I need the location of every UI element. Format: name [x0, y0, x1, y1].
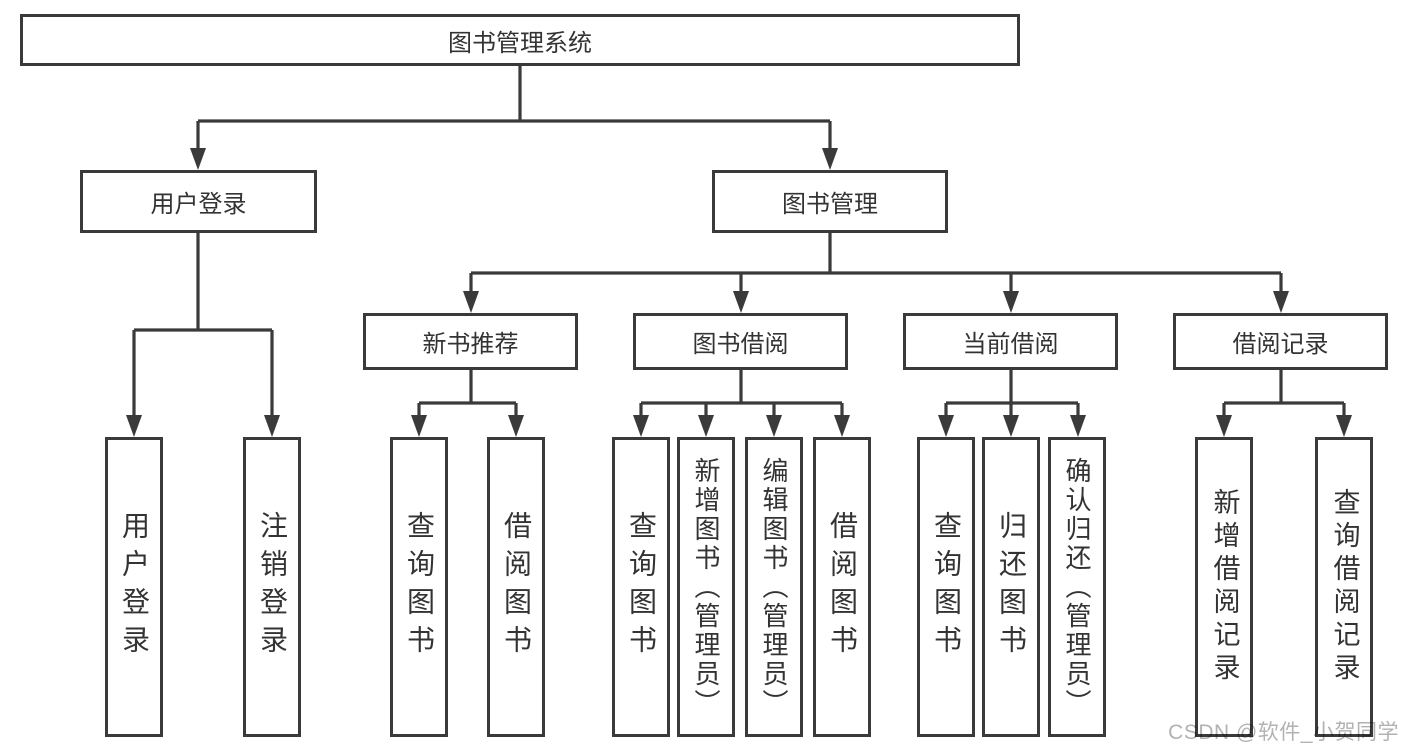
node-current-borrowing: 当前借阅 [903, 313, 1118, 370]
leaf-query-books-recommend: 查询图书 [390, 437, 448, 737]
node-label: 编辑图书（管理员） [759, 456, 789, 718]
node-root: 图书管理系统 [20, 14, 1020, 66]
node-label: 图书管理 [782, 191, 878, 218]
leaf-add-borrow-record: 新增借阅记录 [1195, 437, 1253, 737]
arrowhead-icon [411, 415, 427, 437]
leaf-borrow-books-recommend: 借阅图书 [487, 437, 545, 737]
leaf-query-borrow-record: 查询借阅记录 [1315, 437, 1373, 737]
node-label: 确认归还（管理员） [1062, 456, 1092, 718]
node-label: 查询借阅记录 [1329, 488, 1360, 686]
node-label: 归还图书 [996, 511, 1027, 663]
leaf-return-books: 归还图书 [982, 437, 1040, 737]
node-label: 新增借阅记录 [1209, 488, 1240, 686]
connectors-book-management-to-level3 [463, 233, 1289, 313]
arrowhead-icon [698, 415, 714, 437]
node-new-book-recommendation: 新书推荐 [363, 313, 578, 370]
node-label: 新增图书（管理员） [691, 456, 721, 718]
arrowhead-icon [834, 415, 850, 437]
arrowhead-icon [190, 148, 206, 170]
connectors-current-borrowing-to-leaves [938, 370, 1086, 437]
leaf-user-login: 用户登录 [105, 437, 163, 737]
arrowhead-icon [264, 415, 280, 437]
arrowhead-icon [633, 415, 649, 437]
leaf-add-books-admin: 新增图书（管理员） [677, 437, 735, 737]
arrowhead-icon [1216, 415, 1232, 437]
leaf-confirm-return-admin: 确认归还（管理员） [1048, 437, 1106, 737]
connectors-new-book-recommendation-to-leaves [411, 370, 524, 437]
leaf-query-books-borrowing: 查询图书 [612, 437, 670, 737]
arrowhead-icon [1070, 415, 1086, 437]
node-label: 图书借阅 [692, 331, 789, 358]
arrowhead-icon [1003, 291, 1019, 313]
arrowhead-icon [508, 415, 524, 437]
node-label: 图书管理系统 [448, 29, 592, 57]
arrowhead-icon [126, 415, 142, 437]
arrowhead-icon [822, 148, 838, 170]
node-borrowing-records: 借阅记录 [1173, 313, 1388, 370]
node-label: 借阅记录 [1232, 331, 1329, 358]
node-label: 用户登录 [119, 511, 150, 663]
node-book-borrowing: 图书借阅 [633, 313, 848, 370]
node-label: 新书推荐 [422, 331, 519, 358]
node-label: 查询图书 [626, 511, 657, 663]
connectors-borrowing-records-to-leaves [1216, 370, 1352, 437]
node-label: 用户登录 [150, 191, 247, 218]
node-label: 借阅图书 [827, 511, 858, 663]
leaf-borrow-books-borrowing: 借阅图书 [813, 437, 871, 737]
node-label: 借阅图书 [501, 511, 532, 663]
node-book-management: 图书管理 [712, 170, 948, 233]
node-label: 当前借阅 [962, 331, 1059, 358]
arrowhead-icon [733, 291, 749, 313]
node-label: 查询图书 [404, 511, 435, 663]
leaf-edit-books-admin: 编辑图书（管理员） [745, 437, 803, 737]
node-label: 查询图书 [931, 511, 962, 663]
node-label: 注销登录 [257, 511, 288, 663]
leaf-query-books-current: 查询图书 [917, 437, 975, 737]
arrowhead-icon [1273, 291, 1289, 313]
arrowhead-icon [463, 291, 479, 313]
connectors-book-borrowing-to-leaves [633, 370, 850, 437]
connectors-root-to-level2 [190, 66, 838, 170]
arrowhead-icon [766, 415, 782, 437]
node-user-login: 用户登录 [80, 170, 317, 233]
connectors-user-login-to-leaves [126, 233, 280, 437]
watermark: CSDN @软件_小贺同学 [1168, 721, 1399, 744]
leaf-logout: 注销登录 [243, 437, 301, 737]
arrowhead-icon [1336, 415, 1352, 437]
arrowhead-icon [938, 415, 954, 437]
arrowhead-icon [1003, 415, 1019, 437]
